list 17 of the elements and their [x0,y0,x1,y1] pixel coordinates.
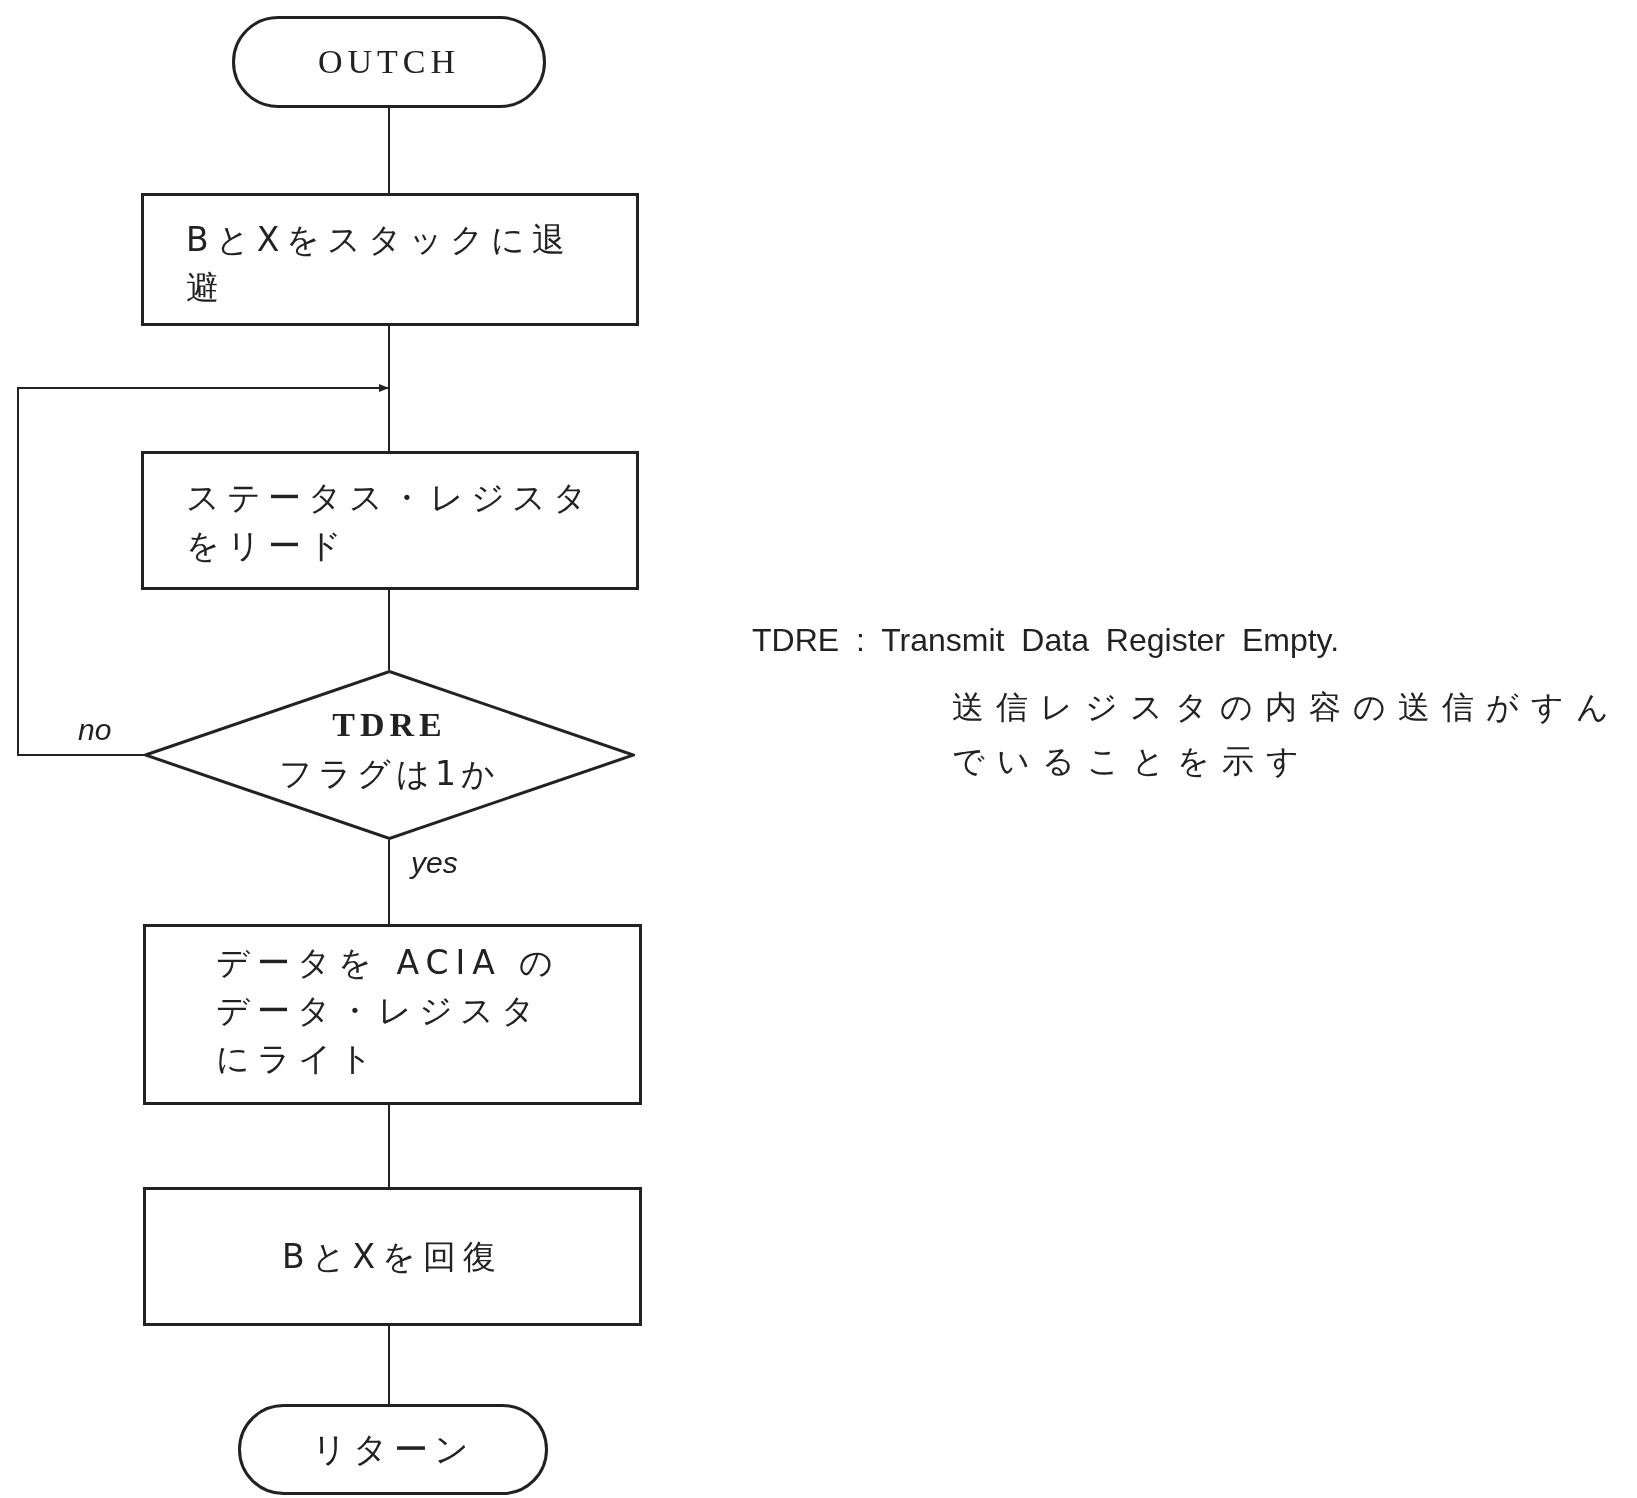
terminal-box: OUTCH [232,16,546,108]
connector-line [388,325,390,452]
process-box: BとXをスタックに退避 [141,193,639,326]
terminal-box: リターン [238,1404,548,1495]
process-box: データを ACIA のデータ・レジスタにライト [143,924,642,1105]
process-box: ステータス・レジスタをリード [141,451,639,590]
note-text: TDRE : Transmit Data Register Empty. [752,622,1340,659]
connector-line [388,839,390,925]
diamond-text: フラグは1か [279,753,500,795]
connector-line [388,1104,390,1188]
diamond-text: TDRE [332,706,447,744]
connector-line [388,107,390,194]
connector-line [388,1325,390,1405]
note-text: 送信レジスタの内容の送信がすんでいることを示す [952,687,1622,782]
connector-line [388,589,390,671]
process-box: BとXを回復 [143,1187,642,1326]
arrow [17,384,390,756]
